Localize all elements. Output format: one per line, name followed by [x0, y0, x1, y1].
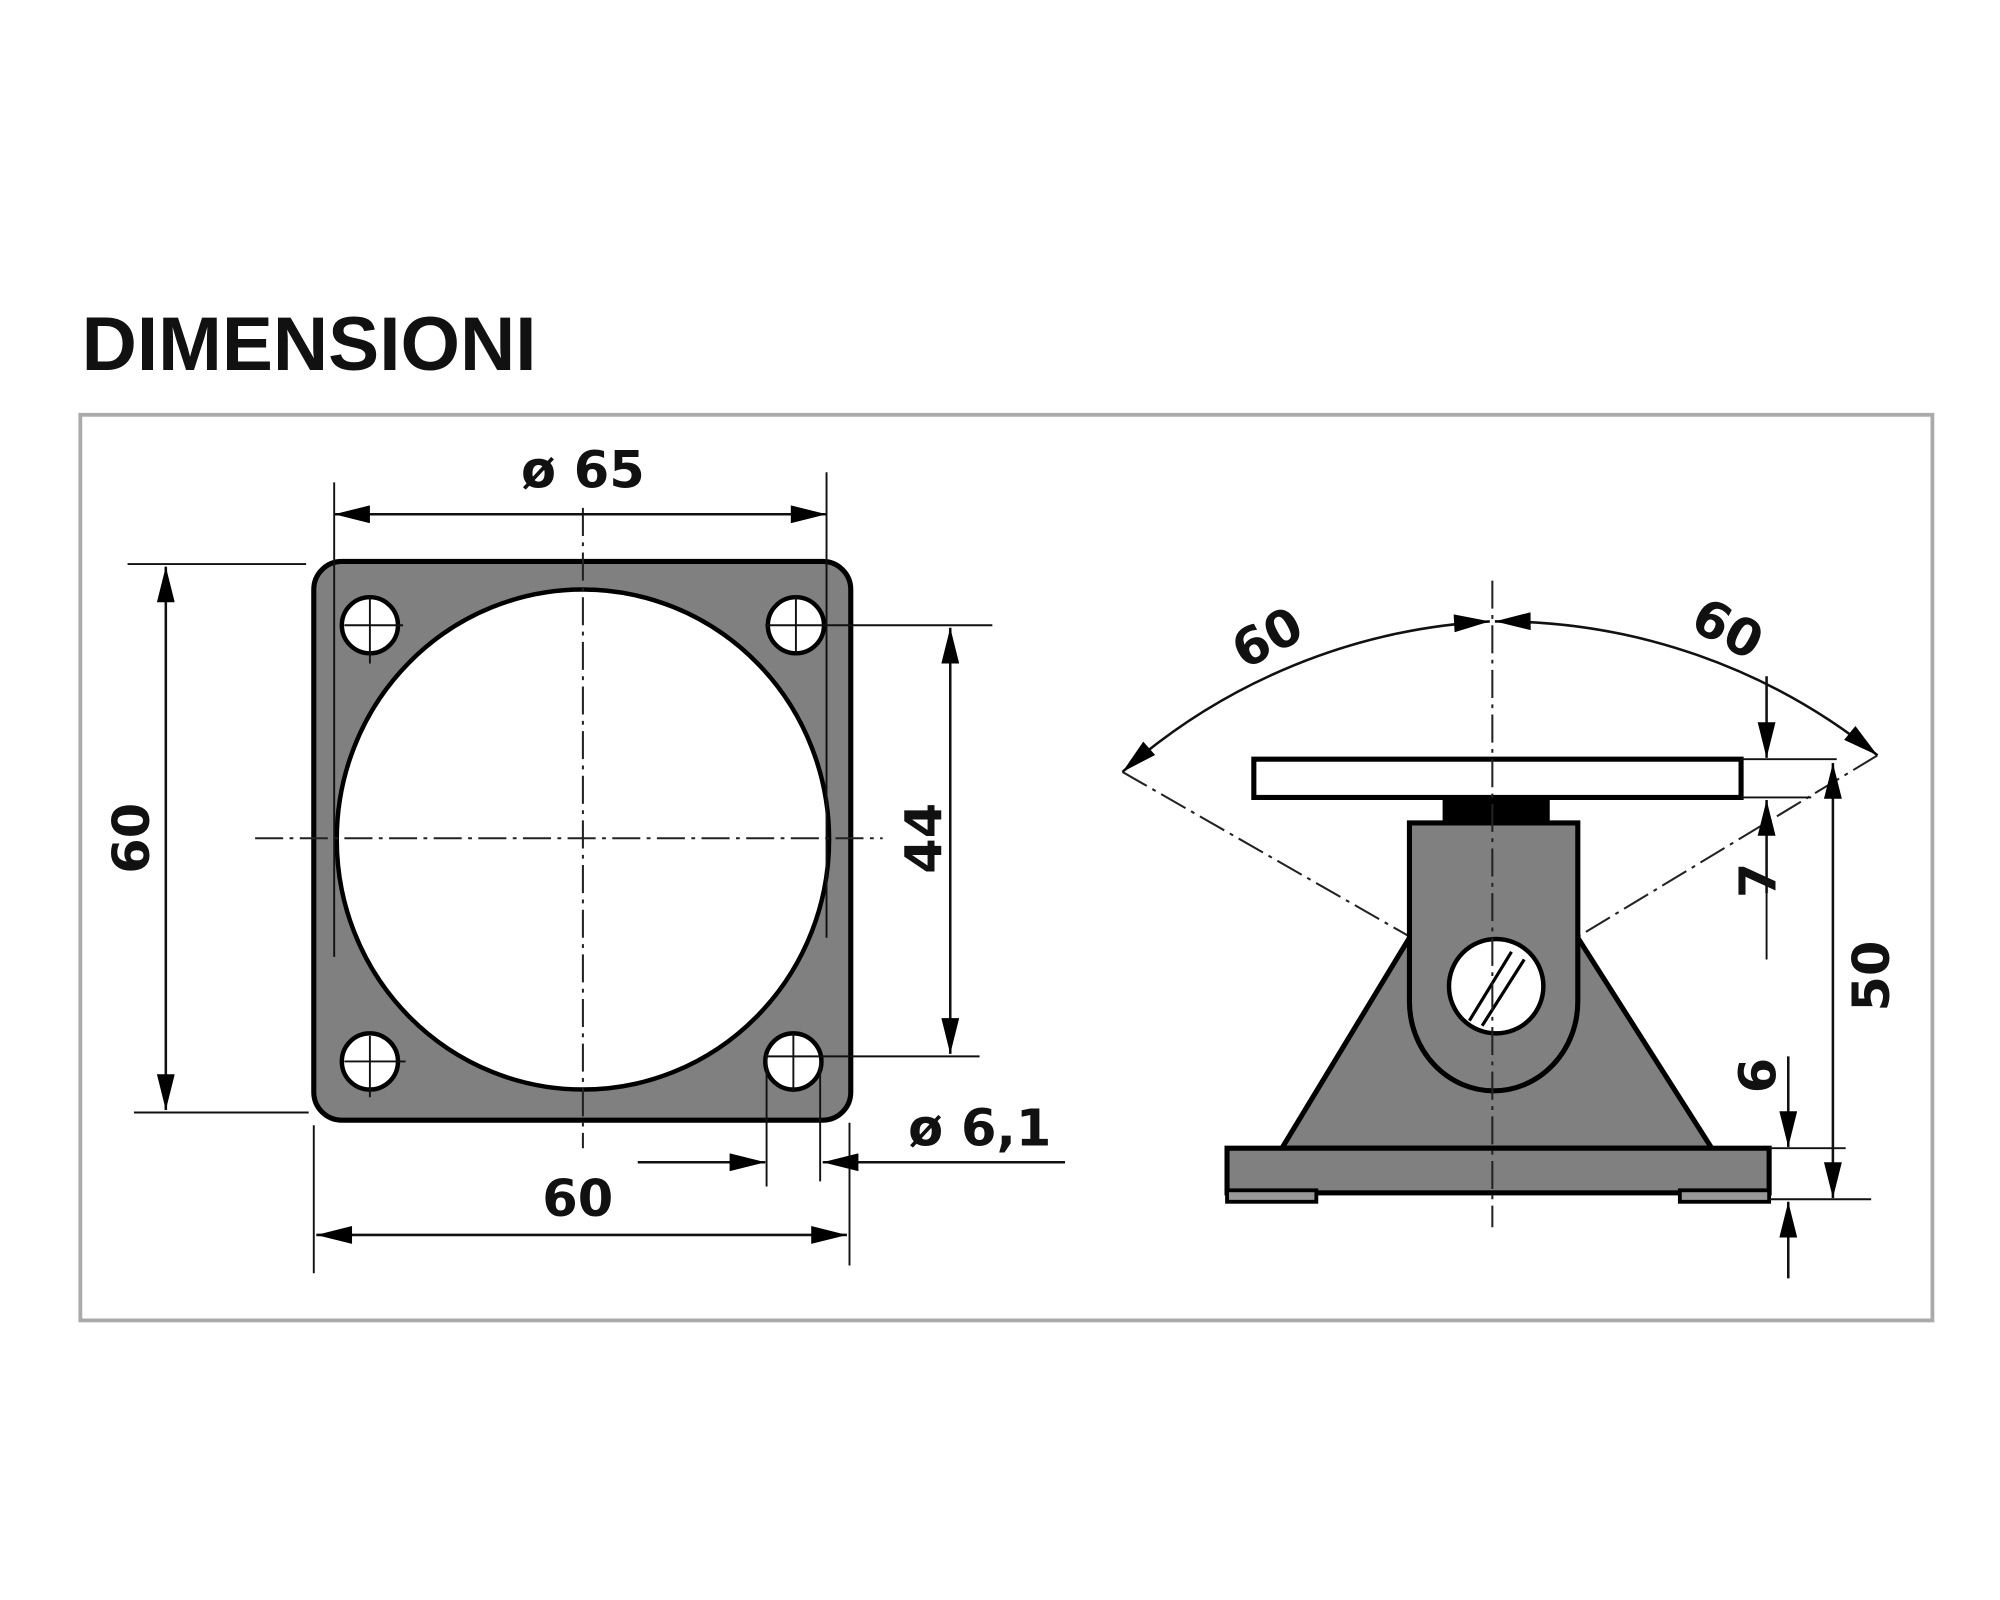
pivot-screw: [1446, 936, 1546, 1036]
angle-right-arc: [1494, 612, 1879, 757]
front-view: ø 65 60 44 60 ø 6,1: [103, 442, 1066, 1274]
width-label: 60: [542, 1170, 613, 1229]
screw-slot: [1468, 950, 1526, 1027]
base-plate: [1224, 1145, 1772, 1196]
threaded-neck: [1442, 796, 1550, 825]
angle-left-label: 60: [1223, 596, 1313, 681]
base-thickness-label: 6: [1730, 1058, 1789, 1094]
foot: [1677, 1188, 1772, 1204]
hole-spacing-label: 44: [895, 803, 954, 874]
drawing-frame: [78, 412, 1935, 1323]
tilt-lines: [1121, 754, 1879, 988]
hole-diameter-label: ø 6,1: [908, 1100, 1051, 1159]
hole-crosshairs: [344, 597, 993, 1098]
centerlines: [255, 507, 883, 1149]
total-height-label: 50: [1843, 941, 1902, 1012]
height-label: 60: [103, 803, 162, 874]
side-view: 60 60 7 50 6: [1121, 580, 1902, 1279]
angle-right-label: 60: [1682, 587, 1772, 672]
plate-thickness-label: 7: [1730, 863, 1789, 899]
diameter-label: ø 65: [521, 442, 645, 501]
page-title: DIMENSIONI: [82, 302, 537, 387]
angle-left-arc: [1121, 614, 1490, 773]
foot: [1225, 1188, 1319, 1204]
top-plate: [1251, 756, 1744, 800]
